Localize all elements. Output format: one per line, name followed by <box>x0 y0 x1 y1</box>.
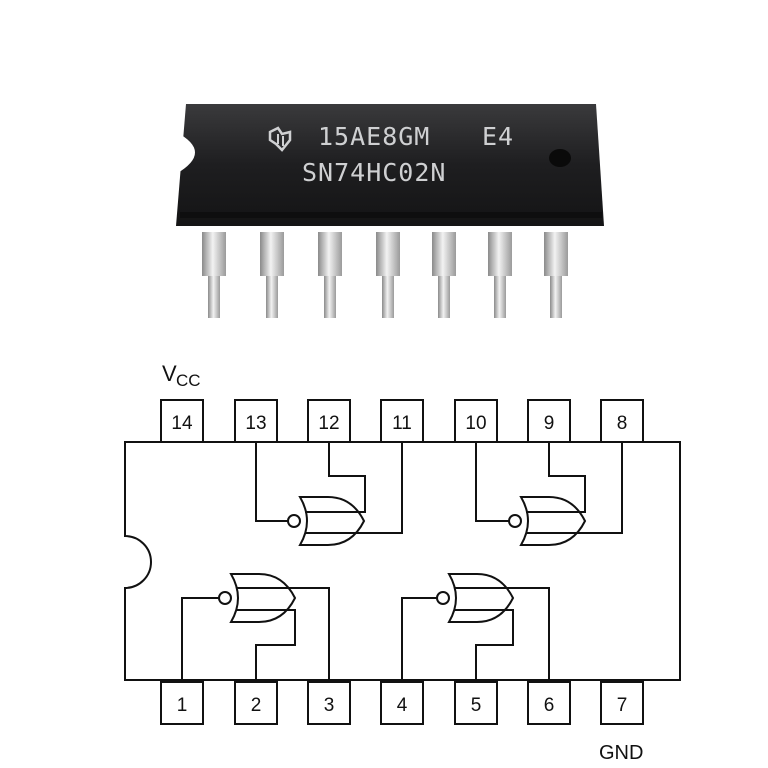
vcc-label: V CC <box>162 361 201 390</box>
pin-number: 12 <box>318 413 339 434</box>
gate-a-wires <box>255 442 403 534</box>
pin-6: 6 <box>527 681 571 725</box>
chip-leg <box>260 232 284 318</box>
pin-14: 14 <box>160 399 204 443</box>
pin-12: 12 <box>307 399 351 443</box>
pin-7: 7 <box>600 681 644 725</box>
pin-11: 11 <box>380 399 424 443</box>
chip-part-number: SN74HC02N <box>302 158 446 187</box>
gnd-label: GND <box>599 742 643 764</box>
chip-leg <box>376 232 400 318</box>
pin-number: 10 <box>465 413 486 434</box>
pin-number: 8 <box>617 413 628 434</box>
gate-b-wires <box>475 442 623 534</box>
chip-marking-suffix: E4 <box>482 122 514 151</box>
chip-leg <box>544 232 568 318</box>
nor-gate-icon <box>508 496 587 546</box>
vcc-label-sub: CC <box>176 371 201 390</box>
pin-number: 13 <box>245 413 266 434</box>
ic-package-outline <box>124 441 681 681</box>
pin-number: 3 <box>324 695 335 716</box>
pin-number: 2 <box>251 695 262 716</box>
pinout-diagram: 14 13 12 11 10 9 8 1 2 3 4 5 6 7 V CC GN… <box>124 361 681 764</box>
pin-number: 9 <box>544 413 555 434</box>
ti-logo-icon <box>268 126 292 152</box>
pin1-dimple <box>549 149 571 167</box>
pin-10: 10 <box>454 399 498 443</box>
pin-13: 13 <box>234 399 278 443</box>
pin-number: 4 <box>397 695 408 716</box>
chip-legs <box>202 232 568 318</box>
nor-gate-icon <box>218 573 297 623</box>
chip-body-ridge <box>180 212 602 218</box>
pin-number: 1 <box>177 695 188 716</box>
pin-number: 5 <box>471 695 482 716</box>
pin-number: 6 <box>544 695 555 716</box>
pin-4: 4 <box>380 681 424 725</box>
bottom-pin-row: 1 2 3 4 5 6 7 <box>160 681 644 725</box>
chip-leg <box>488 232 512 318</box>
vcc-label-main: V <box>162 361 177 386</box>
chip-leg <box>202 232 226 318</box>
pin-3: 3 <box>307 681 351 725</box>
chip-marking-line1: 15AE8GM <box>318 122 430 151</box>
pin-1: 1 <box>160 681 204 725</box>
nor-gate-icon <box>436 573 515 623</box>
pin-5: 5 <box>454 681 498 725</box>
pin-2: 2 <box>234 681 278 725</box>
nor-gate-icon <box>287 496 366 546</box>
chip-leg <box>318 232 342 318</box>
chip-photo: 15AE8GM E4 SN74HC02N <box>176 104 604 318</box>
pin-number: 7 <box>617 695 628 716</box>
pin-number: 11 <box>392 413 412 434</box>
chip-notch <box>176 132 195 174</box>
gate-c-wires <box>181 587 330 682</box>
gate-d-wires <box>401 587 550 682</box>
pin-9: 9 <box>527 399 571 443</box>
top-pin-row: 14 13 12 11 10 9 8 <box>160 399 644 443</box>
pin-number: 14 <box>171 413 193 434</box>
pin-8: 8 <box>600 399 644 443</box>
chip-leg <box>432 232 456 318</box>
